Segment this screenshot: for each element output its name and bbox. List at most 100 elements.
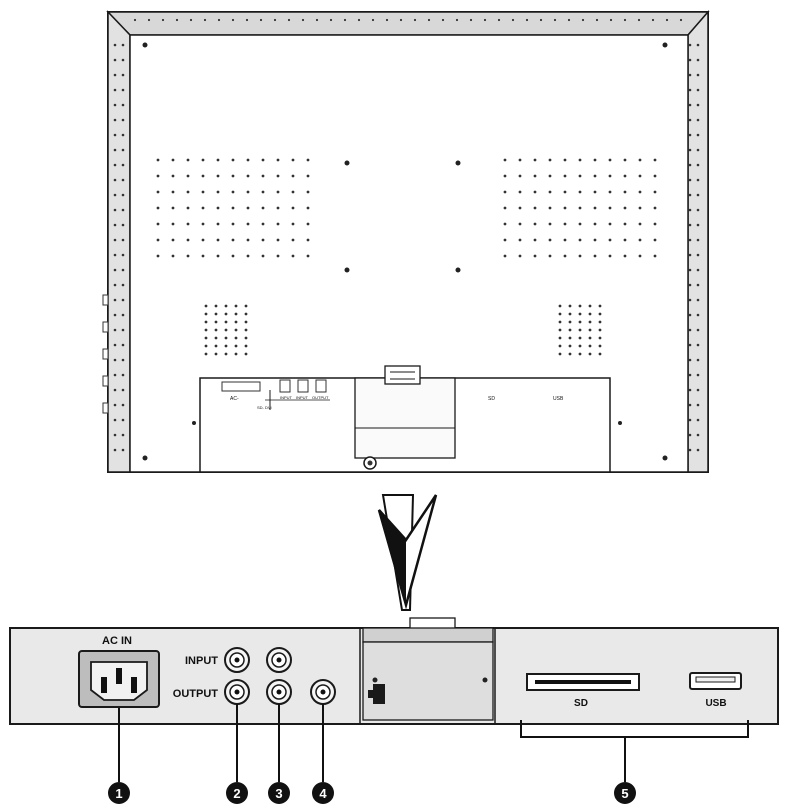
vent-hole: [113, 373, 117, 377]
vent-hole: [201, 190, 205, 194]
vent-hole: [638, 174, 642, 178]
vent-hole: [558, 312, 562, 316]
vent-hole: [696, 223, 700, 227]
vent-hole: [623, 238, 627, 242]
vent-hole: [578, 206, 582, 210]
vent-hole: [588, 352, 592, 356]
vent-hole: [688, 343, 692, 347]
board-marking-sd: SD- DVI: [257, 405, 272, 410]
callout-leaders: [118, 704, 749, 782]
vent-hole: [653, 158, 657, 162]
vent-hole: [503, 254, 507, 258]
vent-hole: [688, 103, 692, 107]
vent-hole: [593, 174, 597, 178]
vent-hole: [171, 206, 175, 210]
vent-hole: [518, 206, 522, 210]
vent-hole: [696, 268, 700, 272]
vent-hole: [231, 254, 235, 258]
vent-hole: [287, 18, 291, 22]
vent-hole: [688, 313, 692, 317]
vent-hole: [301, 18, 305, 22]
vent-hole: [214, 304, 218, 308]
vent-hole: [593, 222, 597, 226]
vent-hole: [593, 238, 597, 242]
vent-hole: [588, 304, 592, 308]
ac-pin: [131, 677, 137, 693]
vent-hole: [291, 238, 295, 242]
vent-hole: [533, 158, 537, 162]
bracket-screw: [482, 677, 488, 683]
svg-text:2: 2: [233, 786, 240, 801]
vent-hole: [273, 18, 277, 22]
output-label: OUTPUT: [173, 688, 219, 700]
vent-hole: [291, 158, 295, 162]
board-marking-ac: AC-: [230, 396, 239, 402]
vent-hole: [696, 358, 700, 362]
vent-hole: [204, 328, 208, 332]
ac-pin: [116, 668, 122, 684]
vent-hole: [171, 238, 175, 242]
panel-bracket-plate: [362, 641, 494, 721]
vent-hole: [688, 298, 692, 302]
monitor-top-bevel: [106, 11, 710, 36]
vent-hole: [171, 190, 175, 194]
vent-hole: [623, 158, 627, 162]
vent-hole: [533, 238, 537, 242]
vent-hole: [588, 328, 592, 332]
vent-hole: [306, 238, 310, 242]
vent-hole: [214, 352, 218, 356]
vent-hole: [121, 73, 125, 77]
vent-hole: [696, 448, 700, 452]
vent-hole: [121, 373, 125, 377]
vent-hole: [113, 133, 117, 137]
vent-hole: [638, 190, 642, 194]
vent-hole: [548, 158, 552, 162]
vent-hole: [234, 304, 238, 308]
vent-hole: [276, 174, 280, 178]
vent-hole: [371, 18, 375, 22]
board-marking-output: OUTPUT: [312, 395, 329, 400]
vent-hole: [246, 158, 250, 162]
vent-hole: [548, 222, 552, 226]
bracket-top-plate: [384, 365, 421, 385]
vent-hole: [598, 304, 602, 308]
vent-hole: [688, 193, 692, 197]
vent-hole: [638, 206, 642, 210]
vesa-screw: [455, 267, 461, 273]
bnc-mini: [279, 379, 291, 393]
vent-hole: [588, 336, 592, 340]
vent-hole: [156, 238, 160, 242]
vent-hole: [121, 178, 125, 182]
vent-hole: [598, 344, 602, 348]
vent-hole: [171, 222, 175, 226]
vent-hole: [113, 298, 117, 302]
vent-hole: [567, 18, 571, 22]
vent-hole: [261, 158, 265, 162]
vent-hole: [121, 298, 125, 302]
vent-hole: [688, 283, 692, 287]
side-button: [102, 321, 109, 333]
vent-hole: [609, 18, 613, 22]
vent-hole: [121, 343, 125, 347]
screw: [662, 455, 668, 461]
vent-hole: [234, 320, 238, 324]
vent-hole: [623, 254, 627, 258]
bracket-latch: [373, 684, 385, 704]
vent-hole: [201, 254, 205, 258]
usb-label: USB: [705, 698, 726, 709]
vent-hole: [638, 222, 642, 226]
vent-hole: [558, 352, 562, 356]
stand-bracket: [354, 377, 456, 459]
vent-hole: [291, 206, 295, 210]
ac-socket-mini: [221, 381, 261, 392]
vent-hole: [688, 148, 692, 152]
vent-hole: [696, 388, 700, 392]
vent-hole: [568, 328, 572, 332]
vent-hole: [231, 174, 235, 178]
board-marking-input-2: INPUT: [296, 395, 309, 400]
vent-hole: [276, 190, 280, 194]
vent-hole: [696, 118, 700, 122]
vent-hole: [121, 193, 125, 197]
svg-text:3: 3: [275, 786, 282, 801]
input-label: INPUT: [185, 655, 218, 667]
